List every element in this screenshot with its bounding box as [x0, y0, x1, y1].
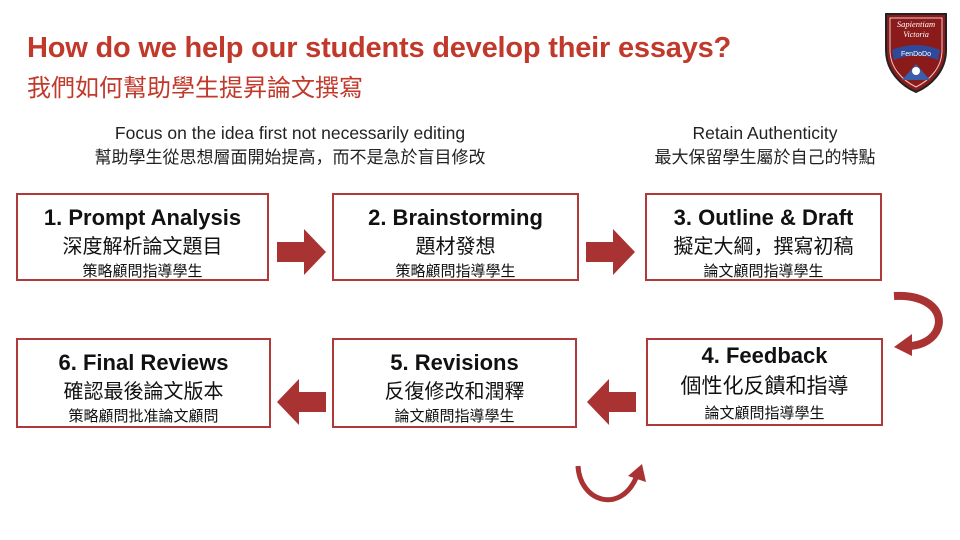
arrow-right-icon [277, 229, 326, 275]
shield-logo-icon: Sapientiam Victoria FenDoDo [885, 13, 947, 94]
focus-note-zh: 幫助學生從思想層面開始提高，而不是急於盲目修改 [94, 148, 486, 168]
step-box-prompt-analysis: 1. Prompt Analysis 深度解析論文題目 策略顧問指導學生 [16, 193, 269, 281]
step-title-zh: 題材發想 [415, 234, 496, 258]
step-title: 3. Outline & Draft [673, 205, 854, 230]
step-box-revisions: 5. Revisions 反復修改和潤釋 論文顧問指導學生 [332, 338, 577, 428]
step-title-zh: 確認最後論文版本 [63, 379, 224, 403]
step-box-final-reviews: 6. Final Reviews 確認最後論文版本 策略顧問批准論文顧問 [16, 338, 271, 428]
step-title-zh: 個性化反饋和指導 [680, 374, 849, 398]
arrow-right-icon [586, 229, 635, 275]
step-role: 論文顧問指導學生 [703, 262, 824, 280]
step-box-brainstorming: 2. Brainstorming 題材發想 策略顧問指導學生 [332, 193, 579, 281]
step-box-feedback: 4. Feedback 個性化反饋和指導 論文顧問指導學生 [646, 338, 883, 426]
step-title: 4. Feedback [701, 343, 828, 368]
step-role: 策略顧問批准論文顧問 [68, 407, 219, 425]
curved-arrow-down-icon [893, 291, 943, 356]
step-title: 1. Prompt Analysis [43, 205, 242, 230]
logo-banner-text: FenDoDo [901, 51, 931, 58]
page-title: How do we help our students develop thei… [27, 32, 732, 64]
authenticity-note-zh: 最大保留學生屬於自己的特點 [654, 148, 876, 168]
step-role: 策略顧問指導學生 [82, 262, 203, 280]
step-title-zh: 深度解析論文題目 [62, 234, 223, 258]
arrow-left-icon [277, 379, 326, 425]
step-title: 6. Final Reviews [58, 350, 229, 375]
focus-note-en: Focus on the idea first not necessarily … [114, 123, 466, 143]
arrow-left-icon [587, 379, 636, 425]
authenticity-note-en: Retain Authenticity [692, 123, 838, 143]
focus-note: Focus on the idea first not necessarily … [60, 121, 520, 171]
step-role: 策略顧問指導學生 [395, 262, 516, 280]
step-title-zh: 擬定大綱，撰寫初稿 [673, 234, 854, 258]
step-role: 論文顧問指導學生 [704, 404, 825, 422]
page-subtitle-zh: 我們如何幫助學生提昇論文撰寫 [27, 74, 363, 102]
step-role: 論文顧問指導學生 [394, 407, 515, 425]
loop-arrow-icon [575, 464, 646, 503]
step-title: 2. Brainstorming [368, 205, 543, 230]
logo-text-1: Sapientiam [897, 19, 935, 29]
logo-text-2: Victoria [903, 30, 929, 39]
step-box-outline-draft: 3. Outline & Draft 擬定大綱，撰寫初稿 論文顧問指導學生 [645, 193, 882, 281]
step-title-zh: 反復修改和潤釋 [384, 379, 525, 403]
authenticity-note: Retain Authenticity 最大保留學生屬於自己的特點 [615, 121, 915, 171]
step-title: 5. Revisions [390, 350, 519, 375]
